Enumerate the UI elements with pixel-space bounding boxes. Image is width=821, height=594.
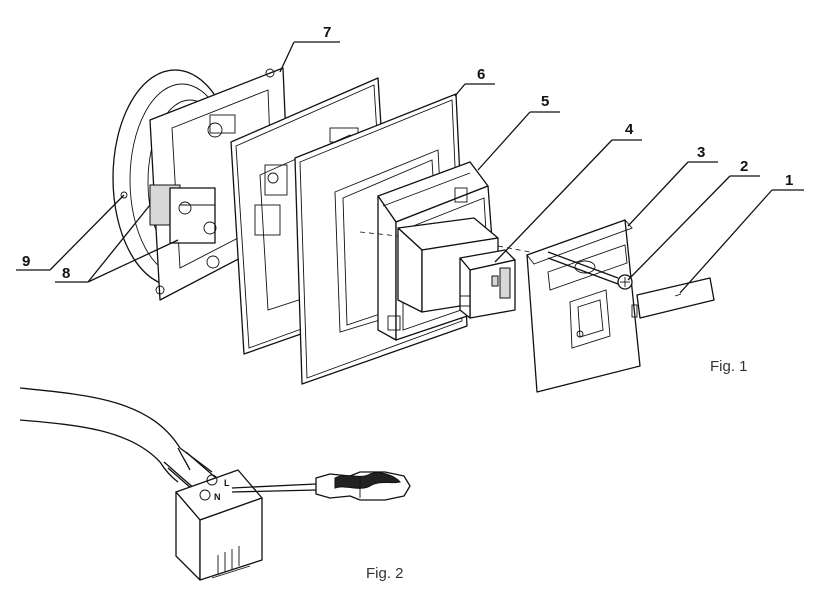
screw — [547, 251, 633, 290]
callout-numbers: 7 6 5 4 3 2 1 9 8 — [22, 24, 793, 282]
fig1-exploded-view — [112, 67, 715, 393]
callout-6: 6 — [477, 66, 485, 83]
terminal-mark-l: L — [224, 478, 230, 488]
callout-leaders — [16, 41, 804, 294]
callout-7: 7 — [323, 24, 331, 41]
callout-5: 5 — [541, 93, 549, 110]
fig2-caption: Fig. 2 — [366, 565, 404, 582]
terminal-block: L N — [175, 469, 263, 581]
callout-8: 8 — [62, 265, 70, 282]
callout-2: 2 — [740, 158, 748, 175]
fig2-wiring-view: L N — [19, 387, 411, 581]
label-strip — [636, 277, 715, 319]
fig1-caption: Fig. 1 — [710, 358, 748, 375]
cover-plate — [526, 219, 641, 393]
callout-1: 1 — [785, 172, 793, 189]
callout-9: 9 — [22, 253, 30, 270]
electronic-insert — [397, 217, 516, 319]
callout-4: 4 — [625, 121, 634, 138]
screwdriver — [231, 471, 411, 501]
terminal-mark-n: N — [214, 492, 221, 502]
callout-3: 3 — [697, 144, 705, 161]
